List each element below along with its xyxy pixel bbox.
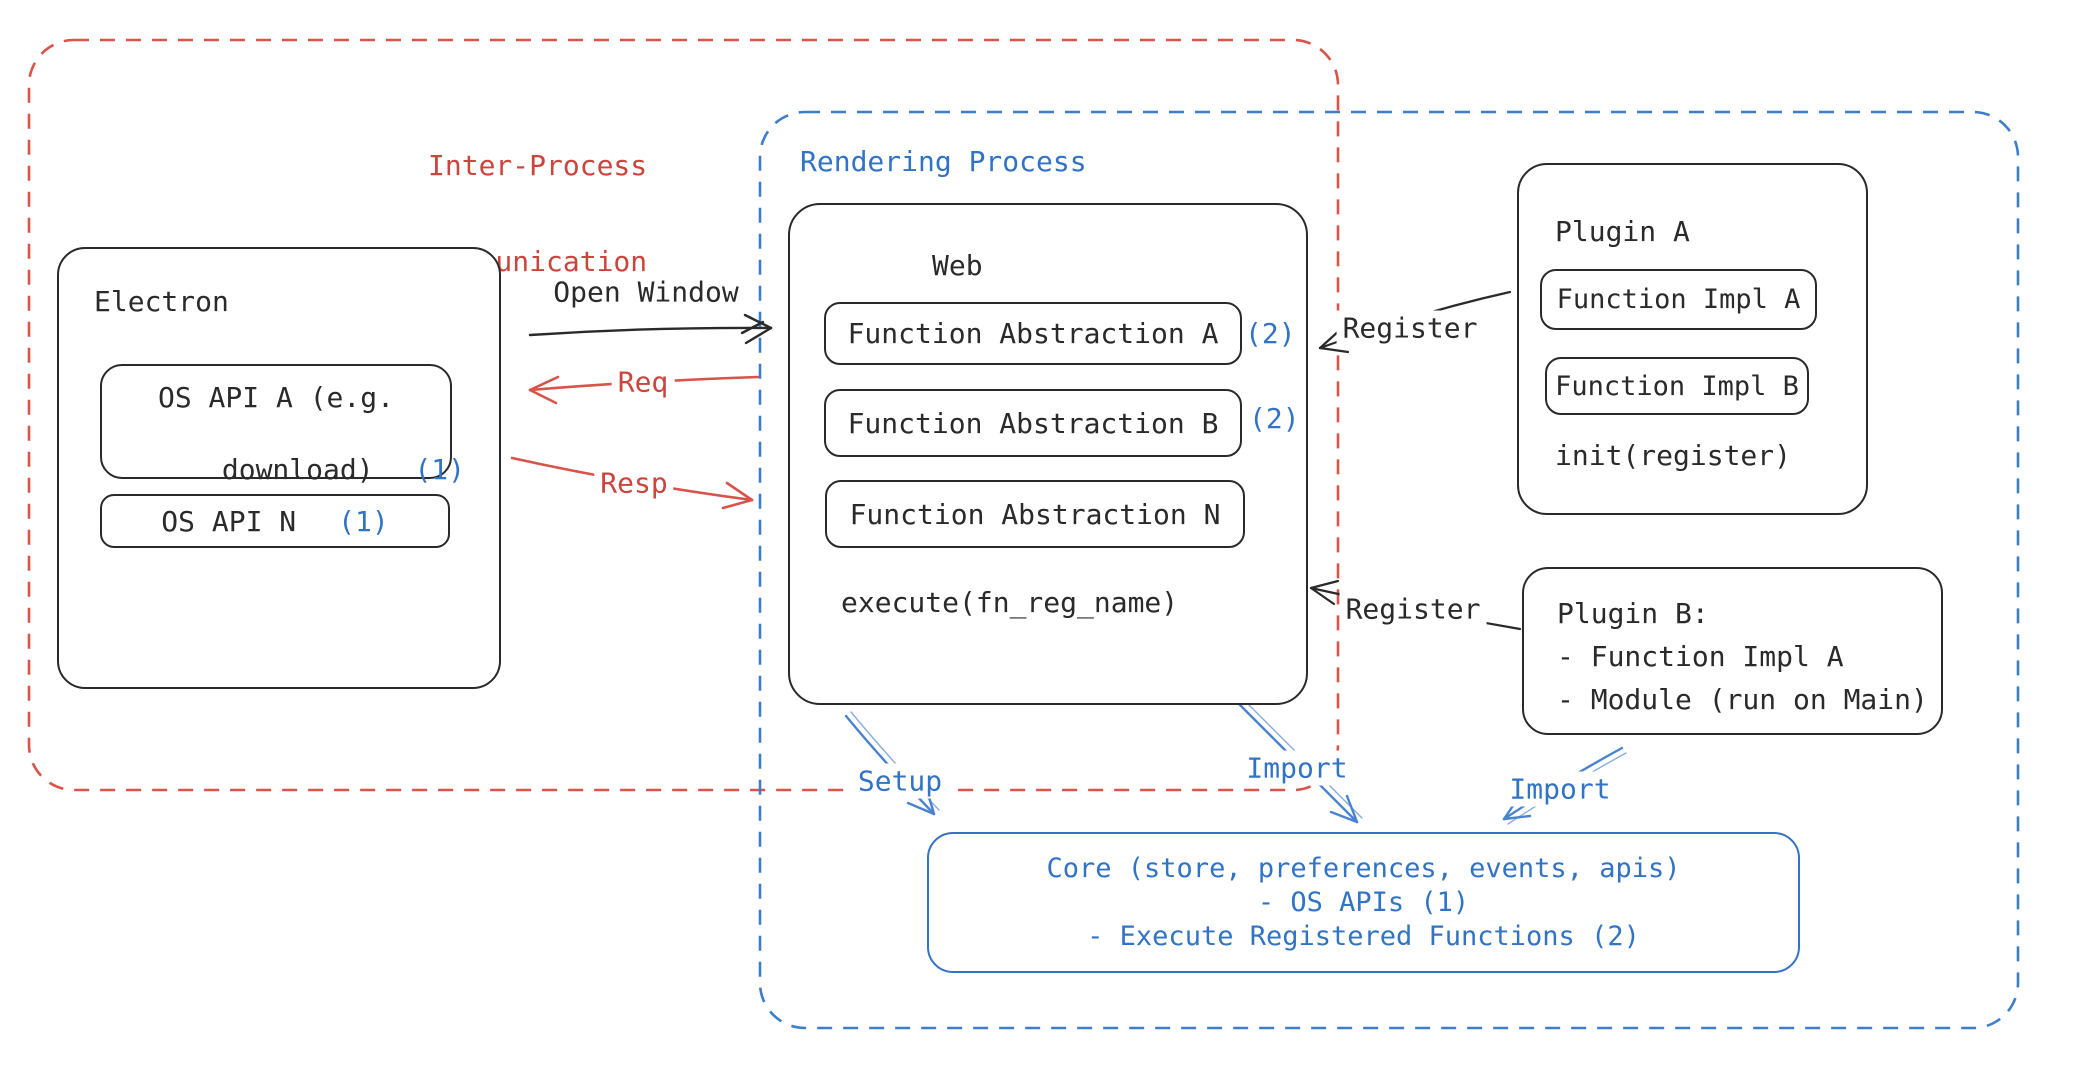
plugin-b-item-1: - Function Impl A [1557, 640, 1844, 673]
plugin-a-title: Plugin A [1555, 215, 1690, 248]
core-line-3: - Execute Registered Functions (2) [1087, 920, 1640, 952]
core-line-2: - OS APIs (1) [1257, 886, 1470, 918]
function-abstraction-b-box: Function Abstraction B [824, 389, 1242, 457]
plugin-a-init-label: init(register) [1555, 439, 1792, 472]
os-api-a-line2: download) (1) [87, 416, 465, 524]
core-line-1: Core (store, preferences, events, apis) [1046, 852, 1681, 884]
rendering-region-title: Rendering Process [800, 145, 1087, 178]
plugin-b-item-2: - Module (run on Main) [1557, 683, 1928, 716]
electron-title: Electron [94, 285, 229, 318]
resp-arrow-label: Resp [594, 465, 674, 501]
function-abstraction-a-badge: (2) [1245, 317, 1296, 350]
function-abstraction-b-badge: (2) [1249, 402, 1300, 435]
import-plugin-b-arrow-label: Import [1503, 771, 1617, 807]
os-api-n-badge: (1) [338, 504, 389, 538]
function-abstraction-n-box: Function Abstraction N [825, 480, 1245, 548]
open-window-arrow-label: Open Window [553, 275, 739, 309]
register-a-arrow-label: Register [1336, 310, 1484, 346]
open-window-arrow [528, 313, 773, 345]
plugin-b-title: Plugin B: [1557, 597, 1709, 630]
os-api-n-box: OS API N (1) [100, 494, 450, 548]
electron-box: Electron OS API A (e.g. download) (1) OS… [57, 247, 501, 689]
setup-arrow-label: Setup [851, 763, 949, 799]
ipc-region-border [27, 38, 1340, 792]
os-api-n-label: OS API N [161, 504, 297, 538]
os-api-a-label: download) [221, 453, 374, 486]
function-abstraction-a-box: Function Abstraction A [824, 302, 1242, 365]
req-arrow-label: Req [611, 364, 675, 400]
import-web-arrow-label: Import [1240, 750, 1354, 786]
web-box: Web Function Abstraction A Function Abst… [788, 203, 1308, 705]
core-box: Core (store, preferences, events, apis) … [927, 832, 1800, 973]
function-impl-b-box: Function Impl B [1545, 357, 1809, 415]
ipc-title-line1: Inter-Process [428, 149, 648, 182]
os-api-a-badge: (1) [414, 453, 466, 486]
function-impl-a-box: Function Impl A [1540, 269, 1817, 330]
execute-call-label: execute(fn_reg_name) [841, 586, 1179, 619]
register-b-arrow-label: Register [1339, 591, 1487, 627]
web-title: Web [932, 249, 983, 282]
plugin-b-box: Plugin B: - Function Impl A - Module (ru… [1522, 567, 1943, 735]
os-api-a-line1: OS API A (e.g. [157, 381, 394, 414]
rendering-region-border [758, 110, 2020, 1030]
os-api-a-box: OS API A (e.g. download) (1) [100, 364, 465, 486]
plugin-a-box: Plugin A Function Impl A Function Impl B… [1517, 163, 1868, 515]
